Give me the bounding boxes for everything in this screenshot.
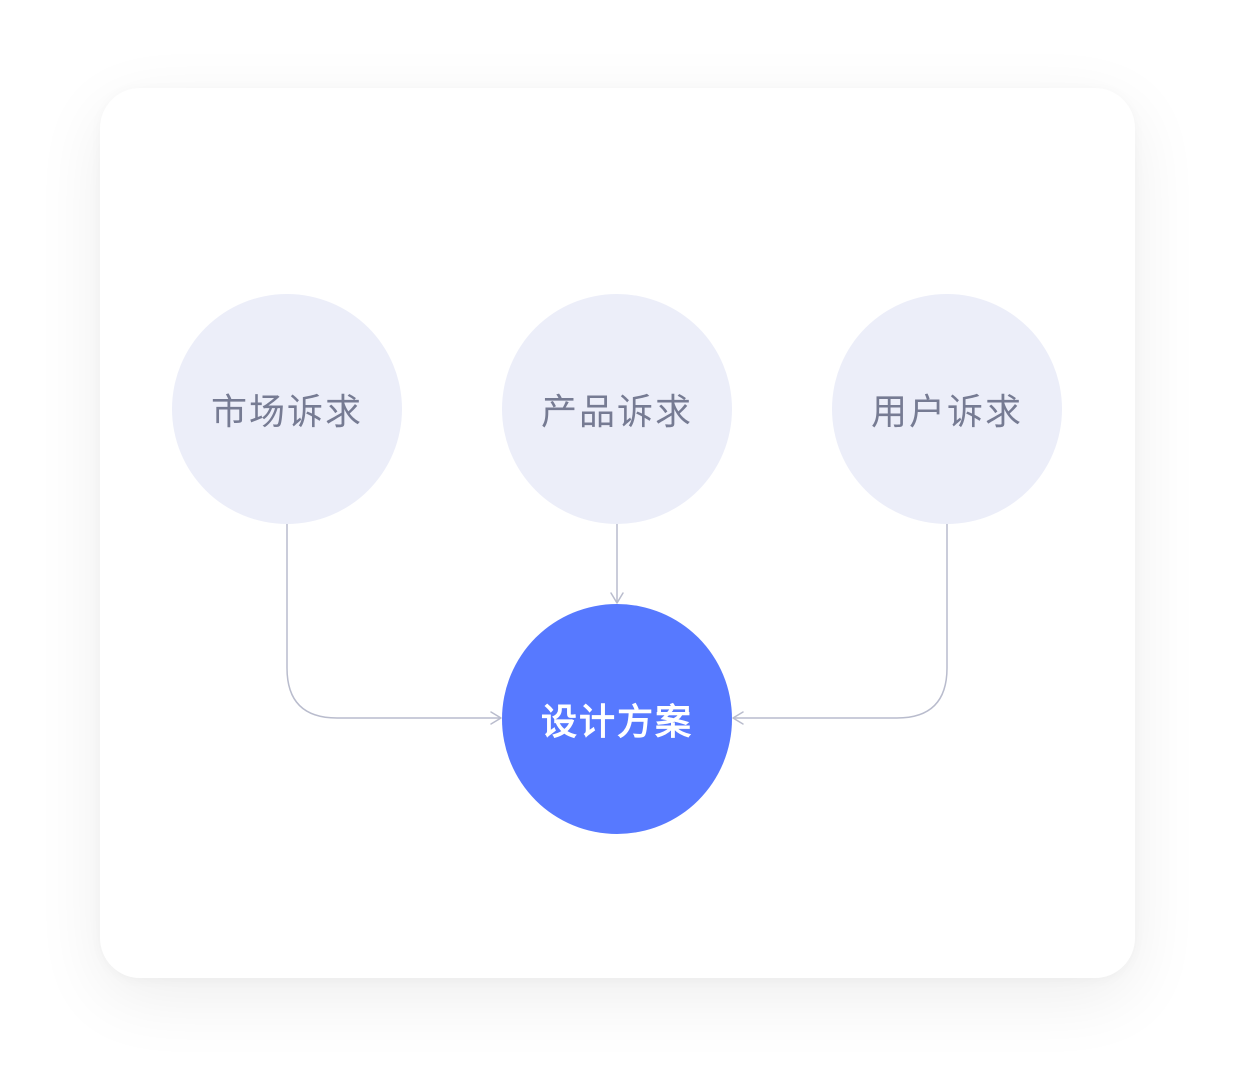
node-product-demand: 产品诉求 <box>502 294 732 524</box>
node-market-demand: 市场诉求 <box>172 294 402 524</box>
node-market-label: 市场诉求 <box>210 392 363 433</box>
node-product-label: 产品诉求 <box>540 392 693 433</box>
diagram-card <box>100 88 1135 978</box>
node-design-solution: 设计方案 <box>502 604 732 834</box>
node-user-demand: 用户诉求 <box>832 294 1062 524</box>
node-user-label: 用户诉求 <box>870 392 1023 433</box>
node-design-label: 设计方案 <box>540 702 693 743</box>
